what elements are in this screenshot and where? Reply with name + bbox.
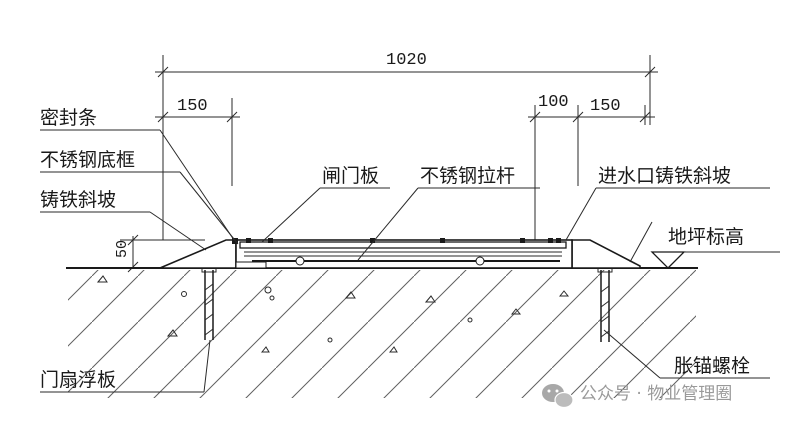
label-expansion-anchor-bolt: 胀锚螺栓 — [674, 355, 750, 377]
watermark-text: 公众号 · 物业管理圈 — [580, 384, 732, 404]
dimension-texts: 1020 150 100 150 50 — [114, 51, 621, 258]
gate-assembly — [159, 238, 641, 269]
label-door-leaf-float-plate: 门扇浮板 — [40, 369, 116, 391]
leader-lines — [40, 129, 770, 393]
door-leaf-float-plate — [235, 261, 267, 269]
right-cast-iron-slope — [571, 239, 641, 269]
gate-panel — [239, 241, 567, 249]
dim-height: 50 — [114, 240, 131, 258]
label-floor-elevation: 地坪标高 — [668, 226, 744, 248]
label-sealing-strip: 密封条 — [40, 107, 97, 129]
watermark: 公众号 · 物业管理圈 — [542, 384, 732, 409]
floor-elevation-marker — [650, 251, 780, 269]
dim-right-inner: 150 — [590, 97, 621, 116]
label-cast-iron-slope: 铸铁斜坡 — [40, 189, 116, 211]
callout-labels: 密封条 不锈钢底框 铸铁斜坡 闸门板 不锈钢拉杆 进水口铸铁斜坡 地坪标高 门扇… — [40, 107, 750, 391]
dim-overall: 1020 — [386, 51, 427, 70]
label-ss-tie-rod: 不锈钢拉杆 — [420, 165, 515, 187]
label-ss-base-frame: 不锈钢底框 — [40, 149, 135, 171]
dim-right-mid: 100 — [538, 93, 569, 112]
dim-left-inner: 150 — [177, 97, 208, 116]
wechat-icon — [542, 384, 574, 409]
label-gate-panel: 闸门板 — [322, 165, 379, 187]
concrete-ground — [66, 267, 698, 398]
label-inlet-cast-iron-slope: 进水口铸铁斜坡 — [598, 165, 731, 187]
dimension-lines — [120, 55, 658, 273]
left-anchor-bolt — [201, 261, 217, 340]
